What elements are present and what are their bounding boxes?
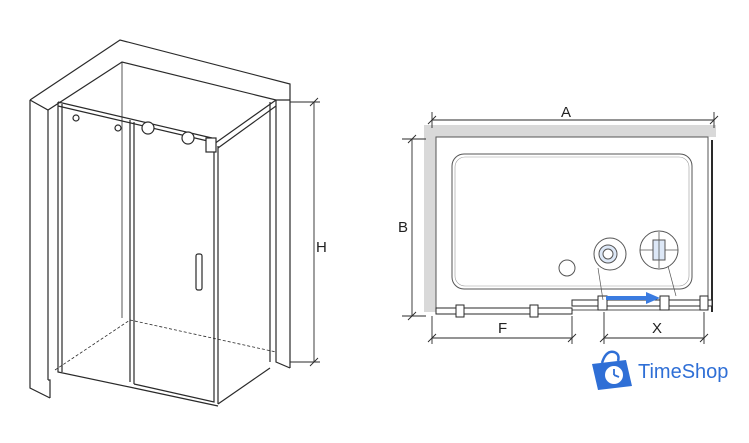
depth-label: B: [398, 219, 408, 236]
drain: [558, 259, 576, 277]
side-glass: [213, 99, 277, 405]
door-opening-label: X: [652, 320, 662, 337]
door-handle: [195, 253, 203, 291]
width-label: A: [561, 104, 571, 121]
height-dimension: [290, 97, 320, 367]
front-glass: [57, 101, 219, 407]
door-opening-dimension: [599, 312, 709, 344]
height-label: H: [316, 239, 327, 256]
isometric-shower-view: [29, 39, 320, 407]
detail-callouts: [593, 230, 679, 301]
back-wall: [29, 39, 291, 399]
front-rail: [435, 295, 713, 318]
fixed-panel-label: F: [498, 320, 507, 337]
brand-name: TimeShop: [638, 361, 728, 383]
slide-direction-arrow: [606, 292, 660, 304]
brand-logo: TimeShop: [592, 350, 728, 390]
roller-fittings: [72, 114, 217, 153]
depth-dimension: [402, 134, 426, 321]
width-dimension: [427, 112, 719, 128]
fixed-panel-dimension: [427, 316, 577, 344]
shower-tray-inner: [451, 153, 693, 290]
top-view: [402, 112, 719, 344]
floor-outline: [54, 319, 277, 371]
shopping-bag-clock-icon: [592, 350, 632, 390]
